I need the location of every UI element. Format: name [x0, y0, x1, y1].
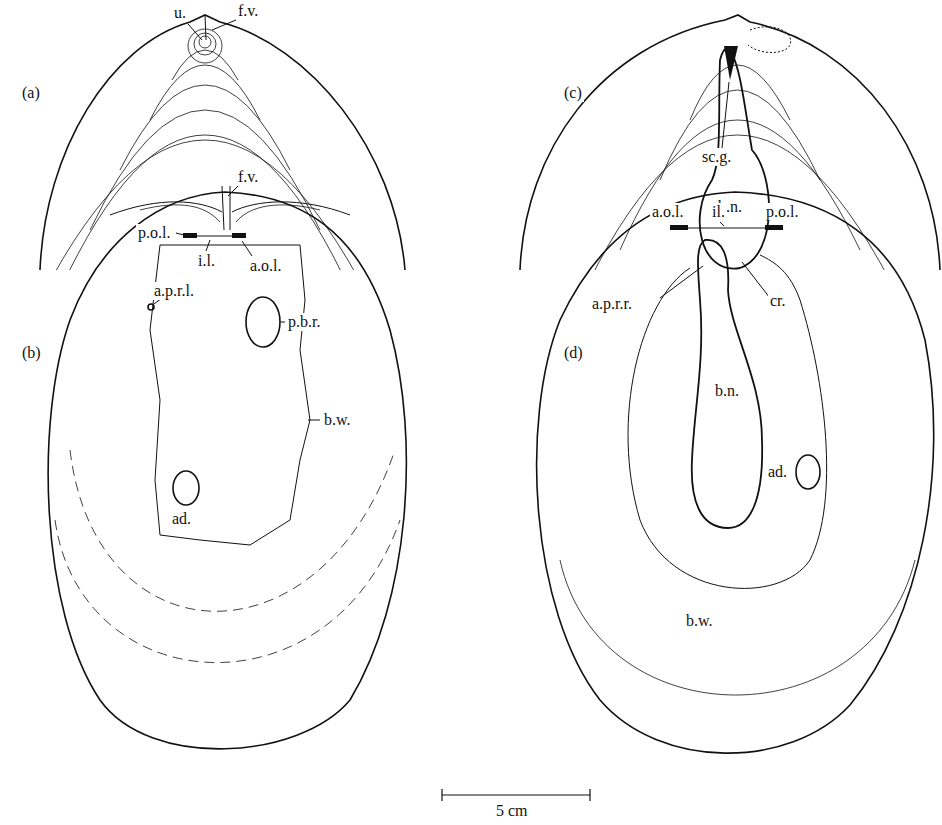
growth-lines	[560, 560, 915, 695]
part-label: a.p.r.l.	[152, 282, 196, 300]
part-label: (c)	[562, 84, 584, 102]
part-label: ad.	[766, 463, 789, 481]
part-label: p.o.l.	[764, 203, 800, 221]
growth-lines	[55, 450, 400, 663]
part-label: i.l.	[196, 252, 217, 270]
part-label: f.v.	[236, 168, 260, 186]
part-label: p.b.r.	[286, 313, 322, 331]
part-label: 5 cm	[494, 802, 530, 820]
part-label: (b)	[20, 344, 43, 362]
scale-bar	[442, 789, 590, 801]
part-label: cr.	[768, 292, 788, 310]
part-label: b.n.	[713, 382, 741, 400]
body-outline	[692, 240, 762, 528]
part-label: f.v.	[236, 2, 260, 20]
part-label: a.p.r.r.	[590, 295, 634, 313]
part-label: a.o.l.	[650, 203, 686, 221]
shell-outline	[537, 192, 934, 753]
part-label: (d)	[562, 344, 585, 362]
shell-outline	[40, 15, 405, 270]
part-label: sc.g.	[700, 148, 733, 166]
shell-outline	[520, 15, 940, 270]
part-label: ad.	[170, 510, 193, 528]
part-label: (a)	[20, 84, 42, 102]
part-label: il.	[710, 203, 727, 221]
part-label: u.	[172, 4, 188, 22]
body-wall	[150, 245, 310, 545]
growth-lines	[30, 29, 380, 320]
part-label: b.w.	[684, 612, 715, 630]
shell-outline	[48, 192, 406, 749]
part-label: p.o.l.	[136, 224, 172, 242]
part-label: b.w.	[322, 411, 353, 429]
body-outline	[700, 48, 769, 269]
body-wall	[628, 255, 827, 588]
part-label: a.o.l.	[248, 257, 284, 275]
growth-lines	[580, 65, 900, 300]
